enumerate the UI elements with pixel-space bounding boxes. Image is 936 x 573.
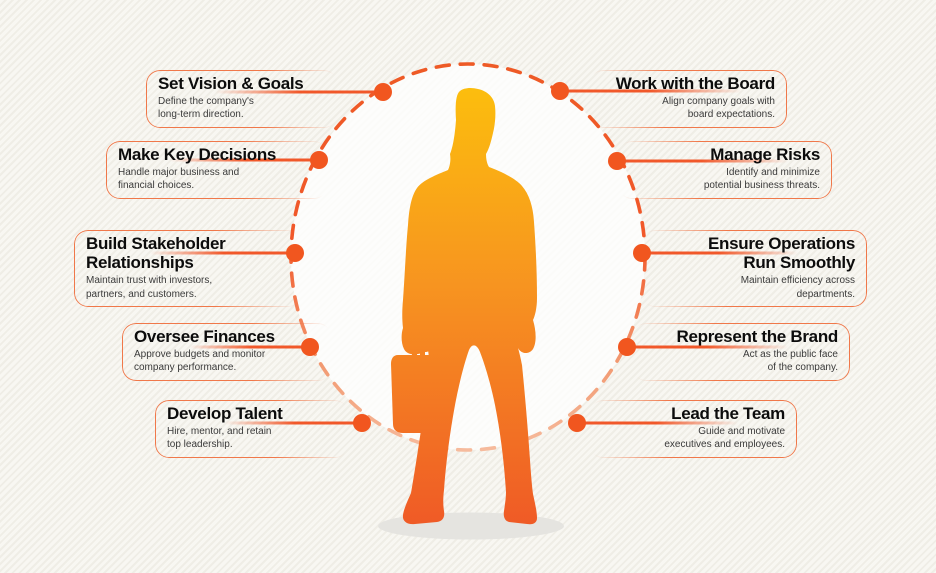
item-build-stakeholder-relationships: Build Stakeholder Relationships Maintain… [74,230,302,307]
item-title: Build Stakeholder Relationships [86,234,226,273]
item-title: Manage Risks [710,145,820,164]
item-set-vision-goals: Set Vision & Goals Define the company's … [146,70,338,128]
briefcase-icon [391,355,436,433]
node-dot [568,414,586,432]
item-description: Handle major business and financial choi… [118,167,240,192]
item-title: Set Vision & Goals [158,74,304,93]
item-develop-talent: Develop Talent Hire, mentor, and retain … [155,400,349,458]
node-dot [551,82,569,100]
item-description: Identify and minimize potential business… [703,167,820,192]
item-title: Develop Talent [167,404,283,423]
item-title: Oversee Finances [134,327,275,346]
item-description: Align company goals with board expectati… [662,96,775,121]
item-make-key-decisions: Make Key Decisions Handle major business… [106,141,328,199]
item-title: Make Key Decisions [118,145,277,164]
item-description: Hire, mentor, and retain top leadership. [167,426,272,451]
item-lead-the-team: Lead the Team Guide and motivate executi… [589,400,797,458]
ceo-silhouette [401,87,537,525]
item-ensure-operations-run-smoothly: Ensure Operations Run Smoothly Maintain … [641,230,867,307]
briefcase-handle-icon [412,338,425,358]
item-description: Act as the public face of the company. [742,349,838,374]
item-work-with-the-board: Work with the Board Align company goals … [589,70,787,128]
node-dot [353,414,371,432]
item-manage-risks: Manage Risks Identify and minimize poten… [618,141,832,199]
item-represent-the-brand: Represent the Brand Act as the public fa… [632,323,850,381]
item-description: Maintain efficiency across departments. [740,275,855,300]
item-description: Define the company's long-term direction… [158,96,254,121]
item-title: Represent the Brand [676,327,838,346]
item-description: Approve budgets and monitor company perf… [134,349,266,374]
item-description: Guide and motivate executives and employ… [664,426,785,451]
item-title: Work with the Board [615,74,776,93]
item-title: Lead the Team [671,404,785,423]
node-dot [374,83,392,101]
item-title: Ensure Operations Run Smoothly [708,234,855,273]
item-description: Maintain trust with investors, partners,… [86,275,213,300]
item-oversee-finances: Oversee Finances Approve budgets and mon… [122,323,332,381]
